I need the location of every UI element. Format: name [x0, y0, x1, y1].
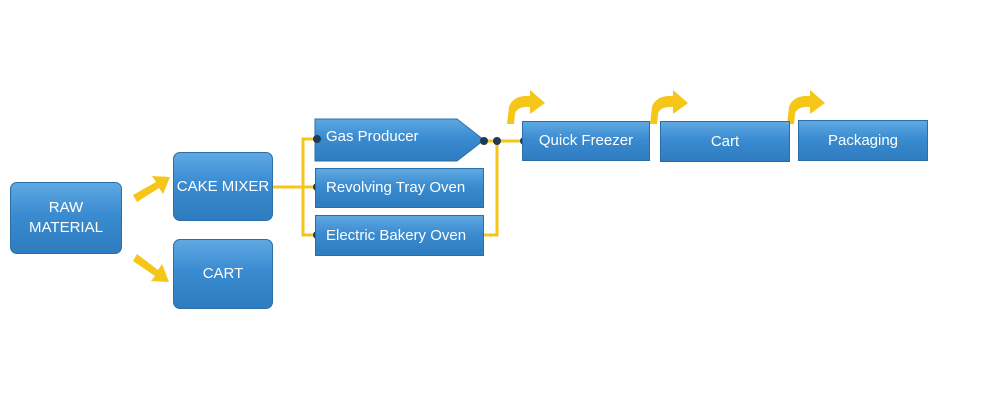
cart-left-label: CART [202, 265, 244, 282]
cake-mixer-node: CAKE MIXER [173, 152, 273, 221]
electric-bakery-oven-label: Electric Bakery Oven [326, 226, 467, 244]
quick-freezer-label: Quick Freezer [538, 132, 634, 149]
revolving-tray-oven-label: Revolving Tray Oven [326, 179, 466, 196]
mixer-to-ovens-connector [273, 137, 317, 237]
curved-arrow-cart-icon [650, 90, 688, 124]
dot-junction [493, 137, 501, 145]
quick-freezer-node: Quick Freezer [522, 121, 650, 161]
dot-gas-out [480, 137, 488, 145]
electric-bakery-oven-node: Electric Bakery Oven [315, 215, 484, 256]
dot-gas-producer [313, 135, 321, 143]
cart-left-node: CART [173, 239, 273, 309]
gas-producer-label: Gas Producer [326, 128, 419, 145]
packaging-node: Packaging [798, 120, 928, 161]
curved-arrow-packaging-icon [787, 90, 825, 124]
raw-material-node: RAW MATERIAL [10, 182, 122, 254]
packaging-label: Packaging [827, 131, 899, 149]
cart-right-label: Cart [710, 132, 740, 150]
ovens-to-freezer-connector [484, 139, 522, 237]
arrow-right-down-icon [133, 254, 169, 282]
revolving-tray-oven-node: Revolving Tray Oven [315, 168, 484, 208]
gas-producer-shape [314, 118, 485, 162]
raw-material-label: RAW MATERIAL [29, 199, 103, 236]
curved-arrow-freezer-icon [507, 90, 545, 124]
arrow-right-up-icon [133, 176, 170, 202]
cake-mixer-label: CAKE MIXER [176, 177, 270, 195]
cart-right-node: Cart [660, 121, 790, 162]
